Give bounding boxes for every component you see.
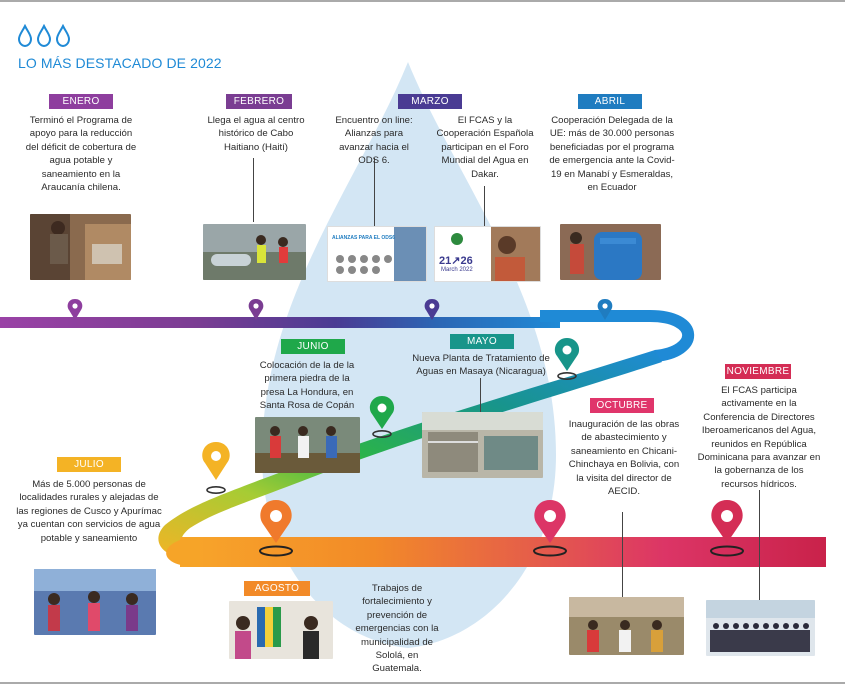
event-photo-marzo-forum: 21↗26 March 2022: [434, 226, 541, 282]
location-pin-icon: [554, 338, 580, 371]
event-text-marzo-1: Encuentro on line: Alianzas para avanzar…: [335, 115, 413, 167]
month-label-enero: ENERO: [49, 94, 113, 109]
event-text-julio: Más de 5.000 personas de localidades rur…: [16, 479, 162, 544]
forum-poster-dates: 21↗26: [439, 255, 473, 267]
event-photo-enero: [30, 214, 131, 280]
event-text-agosto: Trabajos de fortalecimiento y prevención…: [355, 583, 439, 675]
month-label-abril: ABRIL: [578, 94, 642, 109]
month-label-marzo: MARZO: [398, 94, 462, 109]
water-drops-icon: [17, 24, 71, 48]
location-pin-icon: [534, 500, 566, 543]
webinar-poster-title: ALIANZAS PARA EL ODS6: [332, 235, 395, 241]
month-label-octubre: OCTUBRE: [590, 398, 654, 413]
event-photo-julio: [34, 569, 156, 635]
connector-line: [374, 158, 376, 226]
event-photo-noviembre: [706, 600, 815, 656]
month-label-julio: JULIO: [57, 457, 121, 472]
event-photo-febrero: [203, 224, 306, 280]
event-text-noviembre: El FCAS participa activamente en la Conf…: [697, 385, 821, 490]
event-photo-agosto: [229, 601, 333, 659]
location-pin-icon: [260, 500, 292, 543]
location-pin-icon: [597, 299, 613, 320]
location-pin-icon: [424, 299, 440, 320]
event-photo-mayo: [422, 412, 543, 478]
event-photo-octubre: [569, 597, 684, 655]
event-photo-abril: [560, 224, 661, 280]
event-text-marzo-2: El FCAS y la Cooperación Española partic…: [436, 115, 534, 180]
month-label-agosto: AGOSTO: [244, 581, 310, 596]
connector-line: [622, 512, 624, 597]
location-pin-icon: [202, 442, 230, 480]
connector-line: [484, 186, 486, 226]
event-text-mayo: Nueva Planta de Tratamiento de Aguas en …: [412, 353, 550, 378]
event-text-octubre: Inauguración de las obras de abastecimie…: [568, 419, 680, 498]
event-photo-junio: [255, 417, 360, 473]
water-drop-shape: [262, 62, 556, 648]
event-text-abril: Cooperación Delegada de la UE: más de 30…: [549, 115, 675, 194]
location-pin-icon: [67, 299, 83, 320]
month-label-junio: JUNIO: [281, 339, 345, 354]
event-text-febrero: Llega el agua al centro histórico de Cab…: [207, 115, 305, 153]
connector-line: [759, 490, 761, 600]
event-photo-marzo-webinar: ALIANZAS PARA EL ODS6: [327, 226, 427, 282]
month-label-febrero: FEBRERO: [226, 94, 292, 109]
month-label-mayo: MAYO: [450, 334, 514, 349]
connector-line: [253, 158, 255, 222]
event-text-junio: Colocación de la de la primera piedra de…: [259, 360, 355, 412]
event-text-enero: Terminó el Programa de apoyo para la red…: [25, 115, 137, 194]
location-pin-icon: [711, 500, 743, 543]
location-pin-icon: [248, 299, 264, 320]
page-title: LO MÁS DESTACADO DE 2022: [18, 55, 222, 71]
month-label-noviembre: NOVIEMBRE: [725, 364, 791, 379]
location-pin-icon: [369, 396, 395, 429]
forum-poster-month: March 2022: [441, 267, 473, 273]
connector-line: [480, 378, 482, 412]
